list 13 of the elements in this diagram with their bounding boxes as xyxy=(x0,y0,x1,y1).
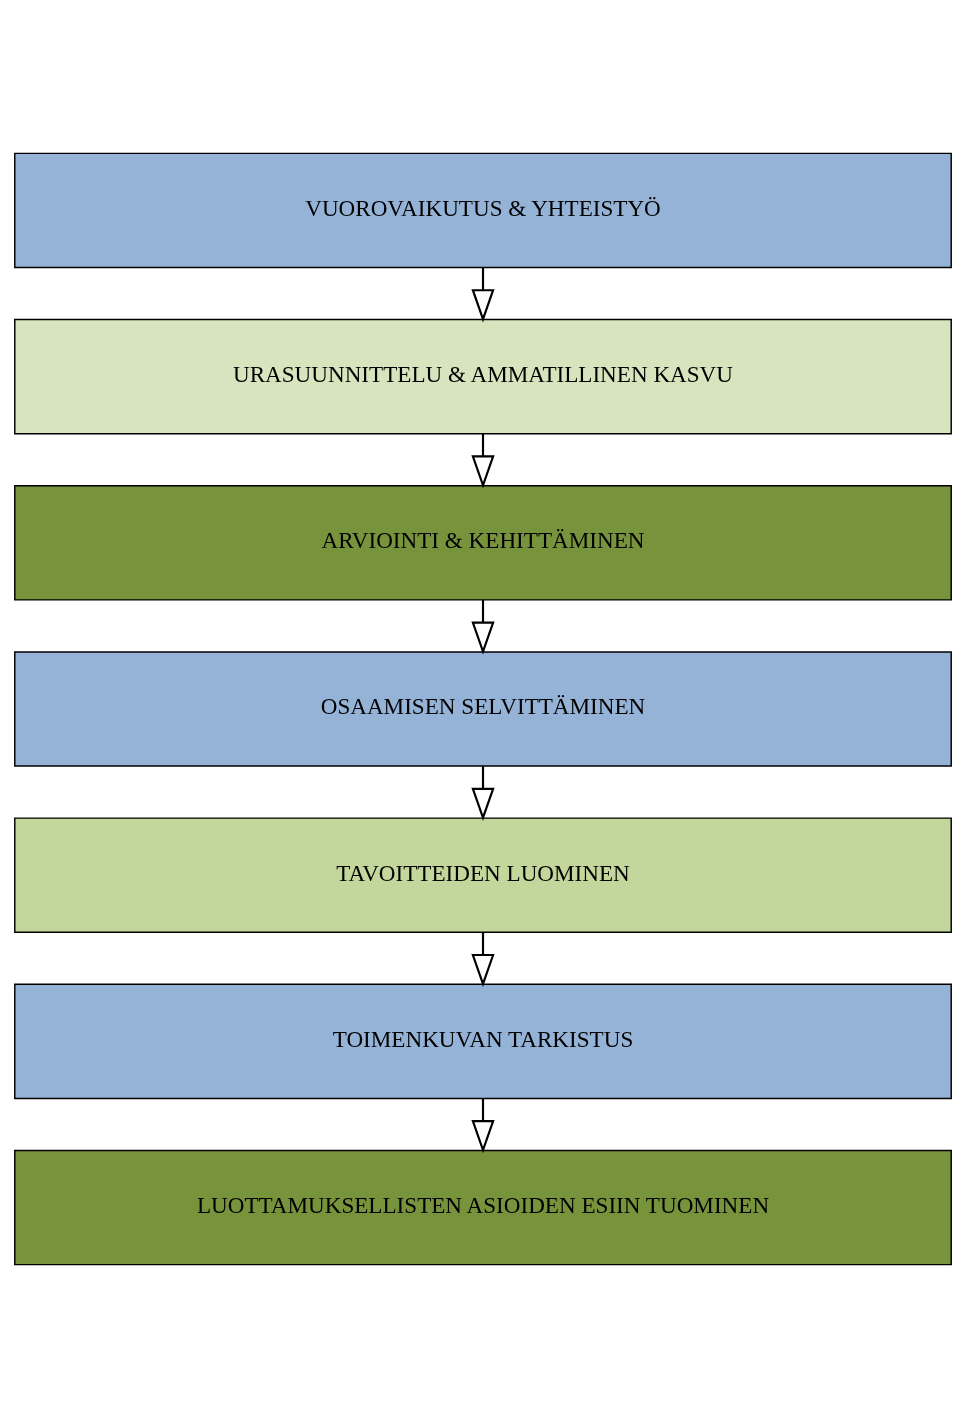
node-box: OSAAMISEN SELVITTÄMINEN xyxy=(13,651,952,767)
arrow xyxy=(470,433,495,489)
node-box: LUOTTAMUKSELLISTEN ASIOIDEN ESIIN TUOMINEN xyxy=(13,1149,952,1266)
node-box: URASUUNNITTELU & AMMATILLINEN KASVU xyxy=(13,318,952,435)
node-box: TAVOITTEIDEN LUOMINEN xyxy=(13,817,952,933)
arrow xyxy=(470,1098,495,1154)
arrow xyxy=(470,932,495,988)
node-box: TOIMENKUVAN TARKISTUS xyxy=(13,983,952,1100)
arrow xyxy=(470,766,495,821)
node-box: VUOROVAIKUTUS & YHTEISTYÖ xyxy=(13,152,952,269)
arrow xyxy=(470,267,495,323)
arrow xyxy=(470,600,495,655)
node-box: ARVIOINTI & KEHITTÄMINEN xyxy=(13,485,952,601)
